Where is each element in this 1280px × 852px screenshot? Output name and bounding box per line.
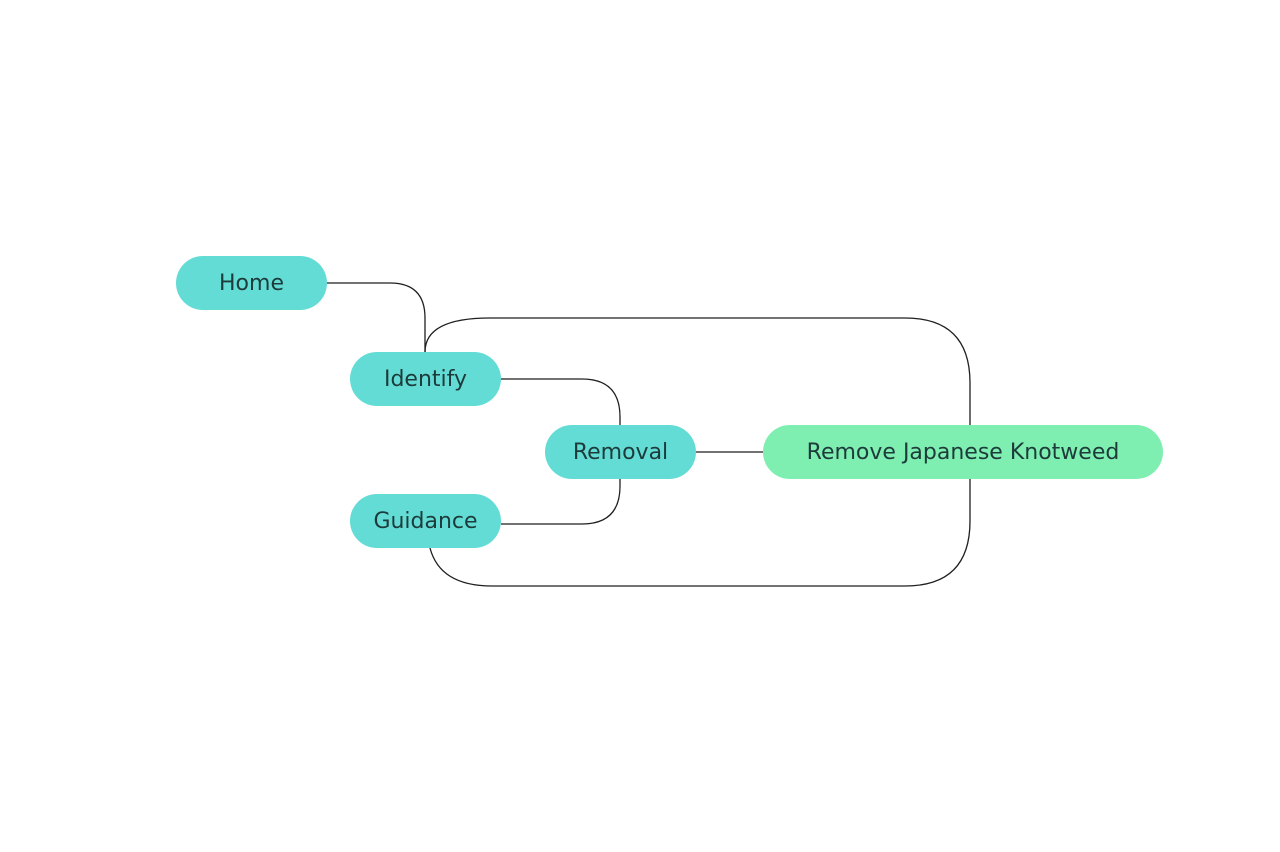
connector-guidance-removal [501, 479, 621, 525]
node-home[interactable]: Home [176, 256, 327, 310]
node-guidance[interactable]: Guidance [350, 494, 501, 548]
connector-identify-removal [501, 378, 621, 425]
node-identify[interactable]: Identify [350, 352, 501, 406]
connector-guidance-target [429, 479, 971, 587]
node-remove-japanese-knotweed[interactable]: Remove Japanese Knotweed [763, 425, 1163, 479]
node-removal[interactable]: Removal [545, 425, 696, 479]
connector-identify-target [424, 317, 971, 451]
connector-home-identify [327, 282, 426, 352]
